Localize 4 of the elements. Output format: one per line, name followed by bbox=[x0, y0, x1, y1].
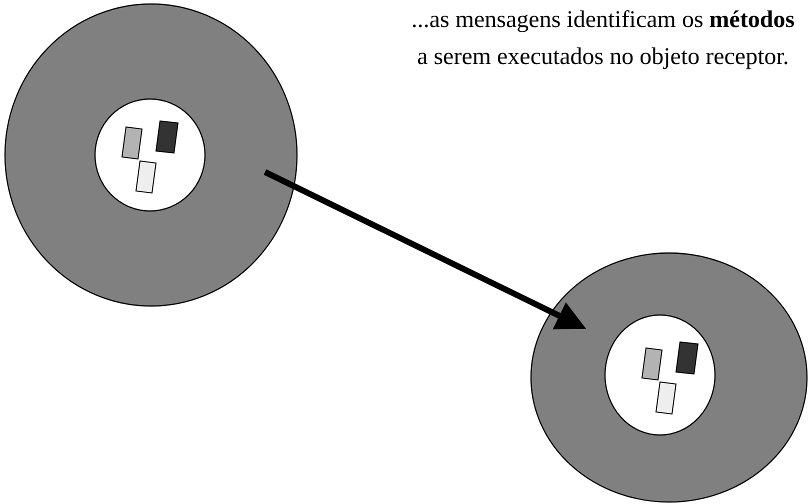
object-ring bbox=[530, 252, 808, 503]
arrow bbox=[264, 169, 586, 330]
object-ring bbox=[4, 3, 298, 307]
note-text: ...as mensagens identificam os métodos a serem executados no objeto receptor. bbox=[410, 6, 796, 72]
